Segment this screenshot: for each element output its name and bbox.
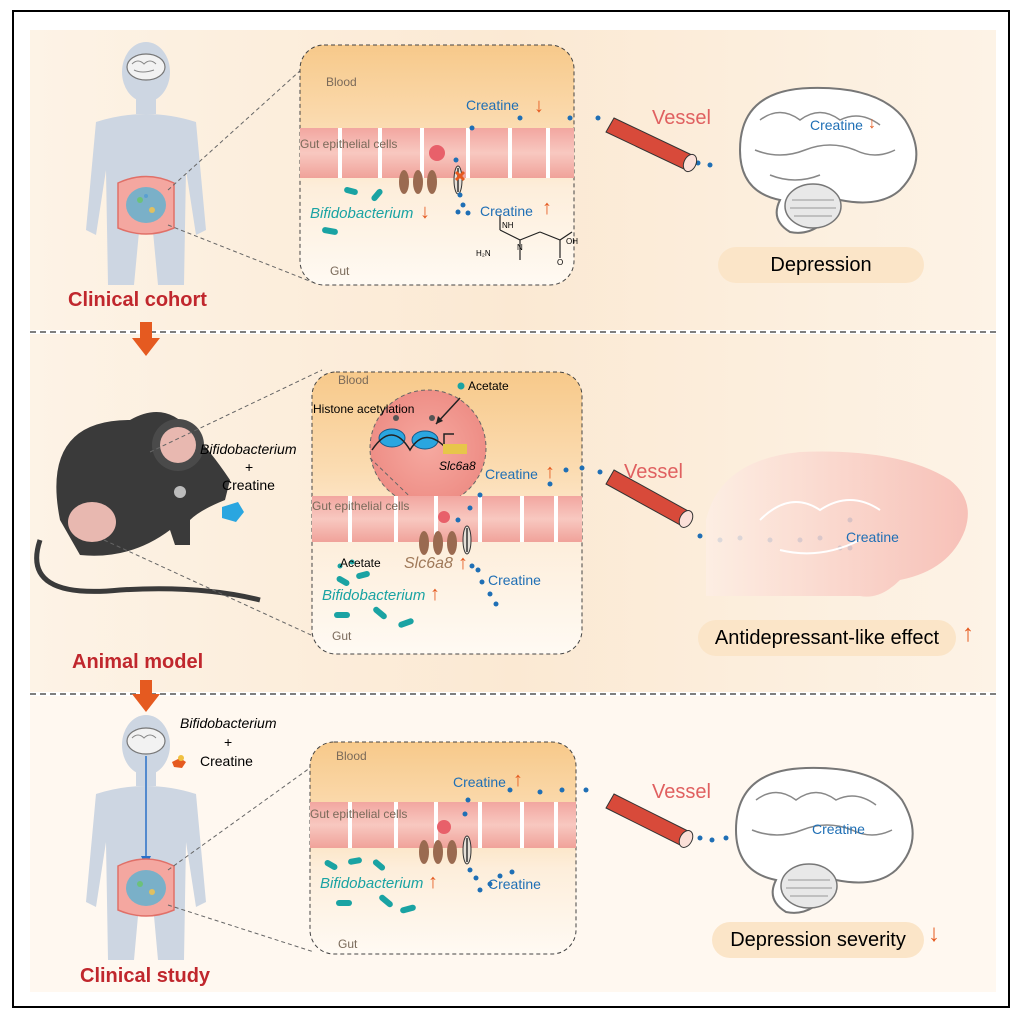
brain-icon-panel3: [734, 766, 914, 914]
treatment-plus-study: +: [224, 734, 233, 750]
epithelial-cells-3: [310, 802, 576, 865]
down-arrow-outcome-3: ↓: [928, 920, 940, 947]
chem-nh: NH: [502, 221, 514, 230]
creatine-blood-label-2: Creatine: [485, 466, 538, 482]
human-figure-2: [86, 715, 206, 960]
down-arrow-bacterium-1: ↓: [420, 201, 430, 223]
chem-n: N: [517, 243, 523, 252]
intestine-icon-2: [117, 858, 175, 917]
bacterium-label-3: Bifidobacterium: [320, 875, 424, 892]
epithelial-label-2: Gut epithelial cells: [312, 499, 410, 513]
up-arrow-bacterium-3: ↑: [428, 871, 438, 893]
up-arrow-gut-1: ↑: [542, 197, 552, 219]
flow-arrow-1: [132, 322, 160, 356]
vessel-3: [605, 793, 694, 848]
bacterium-label-2: Bifidobacterium: [322, 587, 426, 604]
acetate-dot: [457, 382, 465, 390]
flow-arrow-2: [132, 680, 160, 712]
brain-creatine-label-3: Creatine: [812, 821, 865, 837]
brain-creatine-label-1: Creatine: [810, 117, 863, 133]
vessel-label-1: Vessel: [652, 107, 711, 129]
section-title-cohort: Clinical cohort: [68, 289, 207, 311]
intestine-icon-1: [117, 175, 175, 235]
gut-label-2: Gut: [332, 629, 352, 643]
nucleosome-icons: [371, 415, 467, 454]
histone-label: Histone acetylation: [313, 402, 415, 416]
acetate-gut-label: Acetate: [340, 556, 381, 570]
brain-icon-panel1: [738, 86, 918, 234]
figure-frame: [12, 10, 1010, 1008]
brain-icon-2: [126, 727, 166, 755]
treatment-icon-animal: [222, 502, 244, 522]
epithelial-cells-1: [300, 128, 574, 195]
blood-label-2: Blood: [338, 373, 369, 387]
chem-o: O: [557, 258, 564, 267]
treatment-bacterium-animal: Bifidobacterium: [200, 441, 297, 457]
gut-label-1: Gut: [330, 264, 350, 278]
gene-inset-label: Slc6a8: [439, 459, 476, 473]
down-arrow-blood-1: ↓: [534, 95, 544, 117]
vessel-label-2: Vessel: [624, 461, 683, 483]
up-arrow-bacterium-2: ↑: [430, 583, 440, 605]
bacteria-1: [322, 186, 383, 235]
acetate-top-label: Acetate: [468, 379, 509, 393]
epithelial-cells-2: [312, 496, 582, 555]
creatine-dots-3: [462, 787, 813, 893]
blood-label-3: Blood: [336, 749, 367, 763]
treatment-creatine-study: Creatine: [200, 753, 253, 769]
epithelial-label-1: Gut epithelial cells: [300, 137, 398, 151]
treatment-plus-animal: +: [245, 459, 254, 475]
chem-oh: OH: [566, 237, 578, 246]
bacteria-3: [324, 857, 416, 914]
creatine-blood-label-3: Creatine: [453, 774, 506, 790]
bacteria-2: [334, 559, 414, 628]
up-arrow-outcome-2: ↑: [962, 620, 974, 647]
vessel-label-3: Vessel: [652, 781, 711, 803]
blocked-transport-icon: [454, 170, 466, 182]
creatine-gut-label-3: Creatine: [488, 876, 541, 892]
up-arrow-blood-3: ↑: [513, 769, 523, 791]
section-title-animal: Animal model: [72, 651, 204, 673]
down-arrow-brain-1: ↓: [868, 115, 876, 132]
chem-h2n: H₂N: [476, 249, 491, 258]
section-title-study: Clinical study: [80, 965, 211, 987]
treatment-bacterium-study: Bifidobacterium: [180, 715, 277, 731]
brain-creatine-label-2: Creatine: [846, 529, 899, 545]
outcome-antidepressant: Antidepressant-like effect: [698, 620, 956, 656]
outcome-depression: Depression: [718, 247, 924, 283]
rat-brain-icon: [706, 451, 968, 597]
up-arrow-gene-2: ↑: [458, 552, 468, 574]
vessel-1: [605, 117, 698, 173]
gene-gut-label: Slc6a8: [404, 555, 453, 572]
creatine-gut-label-2: Creatine: [488, 572, 541, 588]
treatment-icon-study: [172, 755, 186, 768]
treatment-creatine-animal: Creatine: [222, 477, 275, 493]
blood-label-1: Blood: [326, 75, 357, 89]
epithelial-label-3: Gut epithelial cells: [310, 807, 408, 821]
vessel-2: [605, 469, 694, 528]
outcome-depression-severity: Depression severity: [712, 922, 924, 958]
bacterium-label-1: Bifidobacterium: [310, 205, 414, 222]
creatine-blood-label-1: Creatine: [466, 97, 519, 113]
creatine-structure: [499, 215, 573, 260]
mouse-figure: [34, 412, 261, 603]
brain-icon-1: [126, 53, 166, 81]
up-arrow-blood-2: ↑: [545, 461, 555, 483]
creatine-gut-label-1: Creatine: [480, 203, 533, 219]
gut-label-3: Gut: [338, 937, 358, 951]
